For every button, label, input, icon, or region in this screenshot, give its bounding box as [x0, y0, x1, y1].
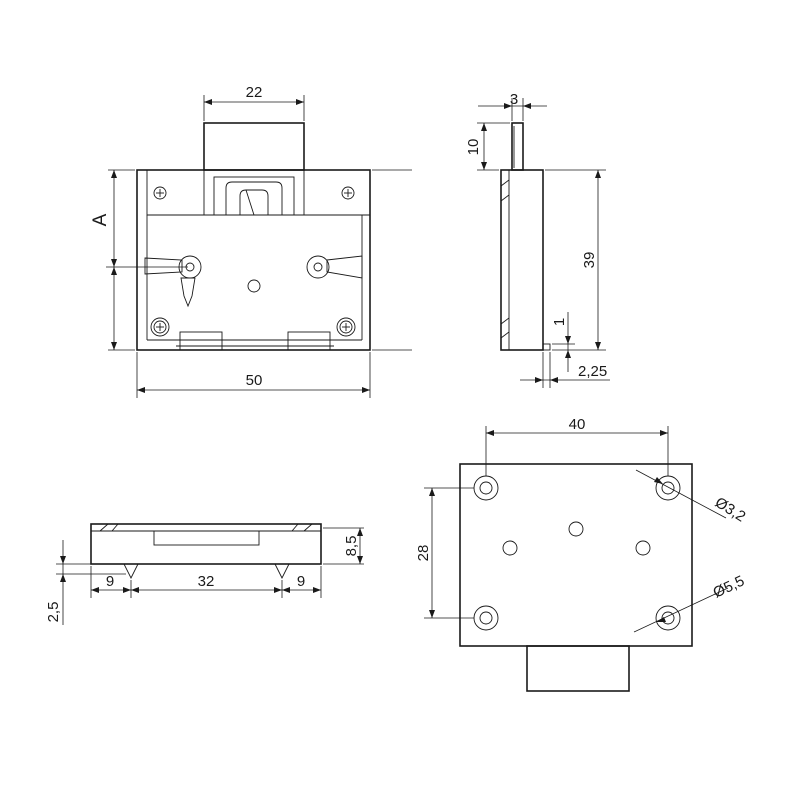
screw-top-left [153, 186, 167, 200]
dim-label: 39 [581, 252, 598, 269]
dim-label: Ø3,2 [712, 494, 749, 526]
bottom-dimensions: 8,5 9 32 9 2,5 [45, 527, 364, 625]
mount-hole-top-right [655, 475, 681, 501]
lever-right [306, 255, 363, 279]
screw-bottom-left [150, 317, 170, 337]
dim-label: A [90, 213, 111, 226]
mount-hole-bottom-right [655, 605, 681, 631]
dim-label: 8,5 [343, 536, 360, 557]
side-dimensions: 3 10 39 1 2,25 [465, 91, 610, 388]
front-view [136, 122, 371, 351]
back-view [459, 463, 693, 692]
lever-left [144, 255, 202, 308]
back-dimensions: 40 28 Ø3,2 Ø5,5 [415, 416, 749, 633]
dim-label: 28 [415, 545, 432, 562]
dim-label: 2,25 [578, 363, 607, 380]
dim-label: 22 [246, 84, 263, 101]
side-view [500, 122, 551, 351]
dim-label: 32 [198, 573, 215, 590]
bottom-view [90, 523, 322, 580]
screw-bottom-right [336, 317, 356, 337]
screw-top-right [341, 186, 355, 200]
dim-label: Ø5,5 [711, 572, 748, 601]
dim-label: 9 [106, 573, 114, 590]
dim-label: 3 [510, 91, 518, 108]
dim-label: 10 [465, 139, 482, 156]
mount-hole-top-left [473, 475, 499, 501]
dim-label: 50 [246, 372, 263, 389]
front-dimensions: 22 50 A [90, 84, 412, 398]
dim-label: 1 [551, 318, 568, 326]
dim-label: 40 [569, 416, 586, 433]
dim-label: 9 [297, 573, 305, 590]
mount-hole-bottom-left [473, 605, 499, 631]
dim-label: 2,5 [45, 602, 62, 623]
